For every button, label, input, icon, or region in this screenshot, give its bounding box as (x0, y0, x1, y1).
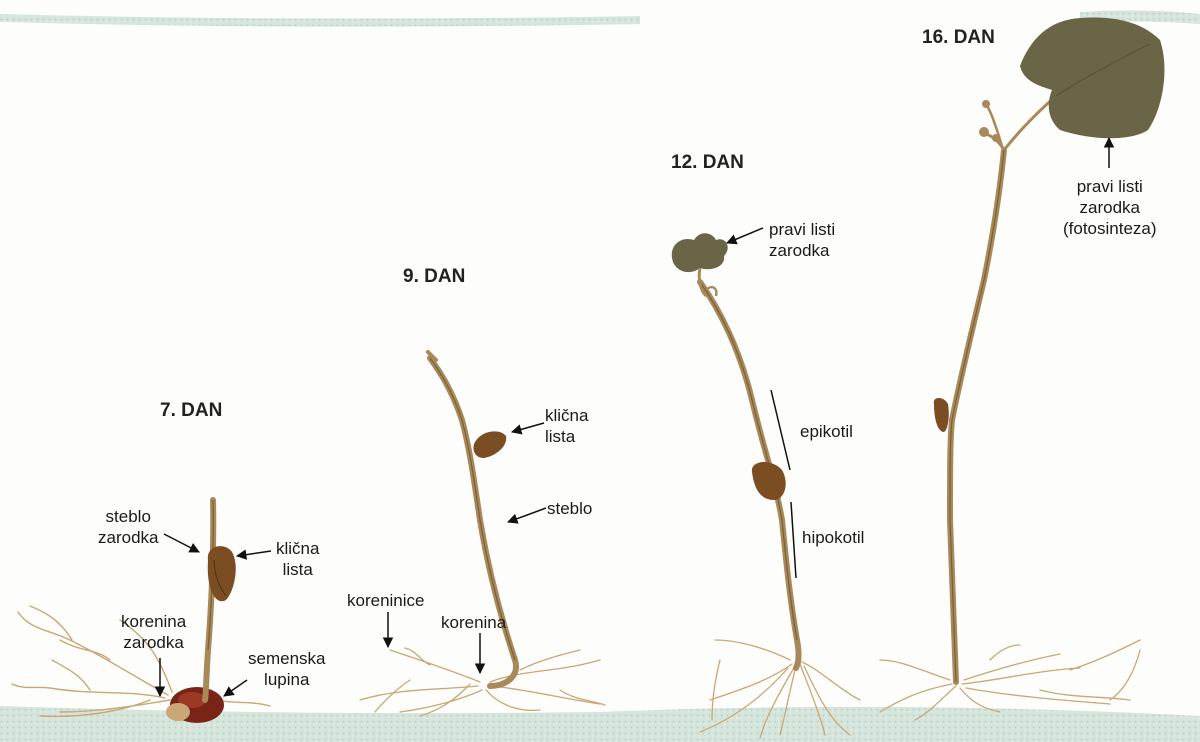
label-korenina: korenina (441, 612, 506, 633)
line-epikotil (771, 390, 790, 470)
arrow-klicna-lista-7 (237, 551, 271, 556)
label-koreninice: koreninice (347, 590, 425, 611)
label-epikotil: epikotil (800, 421, 853, 442)
cotyledon-12 (752, 462, 786, 500)
stage-title-day-12: 12. DAN (671, 152, 744, 174)
true-leaf-16 (1020, 18, 1164, 139)
stage-title-day-9: 9. DAN (403, 266, 465, 288)
stage-title-day-16: 16. DAN (922, 27, 995, 49)
label-semenska-lupina: semenska lupina (248, 648, 325, 690)
label-steblo-zarodka: steblo zarodka (98, 506, 158, 548)
arrow-steblo-zarodka (164, 534, 199, 552)
plant-day-16 (880, 18, 1164, 720)
annotation-arrows (160, 138, 1109, 696)
label-steblo: steblo (547, 498, 592, 519)
stage-title-day-7: 7. DAN (160, 400, 222, 422)
plant-day-12 (672, 233, 860, 738)
label-klicna-lista-9: klična lista (545, 405, 588, 447)
label-pravi-listi-16: pravi listi zarodka (fotosinteza) (1063, 176, 1157, 239)
cotyledon-16 (934, 398, 949, 432)
arrow-steblo (508, 508, 546, 522)
arrow-pravi-listi-12 (727, 228, 763, 243)
label-pravi-listi-12: pravi listi zarodka (769, 219, 835, 261)
label-korenina-zarodka: korenina zarodka (121, 611, 186, 653)
label-hipokotil: hipokotil (802, 527, 864, 548)
cotyledon-9 (473, 431, 506, 458)
top-soil-strip (0, 14, 640, 27)
line-hipokotil (791, 502, 796, 578)
label-klicna-lista-7: klična lista (276, 538, 319, 580)
arrow-klicna-lista-9 (512, 423, 544, 432)
true-leaves-12 (672, 233, 728, 272)
arrow-semenska-lupina (224, 680, 247, 696)
